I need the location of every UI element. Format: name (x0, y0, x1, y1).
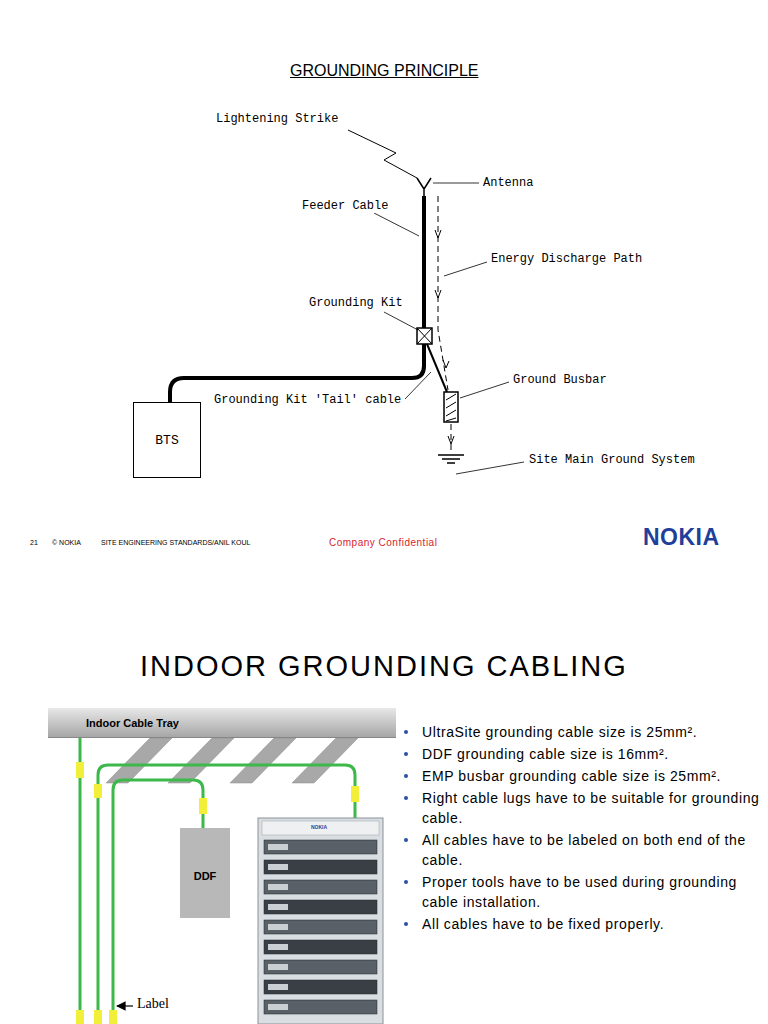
leader-lines (374, 183, 524, 474)
callout-label: Antenna (482, 176, 534, 190)
slide-title: INDOOR GROUNDING CABLING (140, 650, 628, 683)
energy-discharge-path (438, 196, 451, 454)
bullet-item: UltraSite grounding cable size is 25mm². (400, 722, 760, 742)
callout-label: Feeder Cable (301, 199, 389, 213)
bullet-dot (404, 838, 408, 842)
callout-label: Lightening Strike (215, 112, 339, 126)
slide-title: GROUNDING PRINCIPLE (290, 62, 478, 80)
ddf-box: DDF (180, 828, 230, 918)
callout-label: Site Main Ground System (528, 453, 696, 467)
grounding-kit (417, 328, 432, 344)
bullet-text: Proper tools have to be used during grou… (422, 874, 737, 910)
logo-text: NOKIA (643, 524, 720, 551)
bullet-text: Right cable lugs have to be suitable for… (422, 790, 759, 826)
bullet-dot (404, 752, 408, 756)
bullet-text: EMP busbar grounding cable size is 25mm²… (422, 768, 721, 784)
bullet-text: All cables have to be fixed properly. (422, 916, 664, 932)
bullet-dot (404, 880, 408, 884)
ground-symbol (438, 455, 464, 463)
callout-label: Energy Discharge Path (490, 252, 643, 266)
copyright: © NOKIA (52, 539, 81, 546)
lightning (348, 130, 417, 178)
node-text: BTS (155, 433, 178, 448)
bullet-item: All cables have to be fixed properly. (400, 914, 760, 934)
bullet-item: Proper tools have to be used during grou… (400, 872, 760, 912)
bullet-list: UltraSite grounding cable size is 25mm².… (400, 722, 760, 936)
bullet-item: DDF grounding cable size is 16mm². (400, 744, 760, 764)
footer-text: SITE ENGINEERING STANDARDS/ANIL KOUL (101, 539, 250, 546)
bullet-item: EMP busbar grounding cable size is 25mm²… (400, 766, 760, 786)
confidential-note: Company Confidential (329, 537, 437, 548)
ground-busbar (444, 392, 458, 422)
feeder-cable (170, 196, 424, 402)
bullet-item: Right cable lugs have to be suitable for… (400, 788, 760, 828)
label-arrow (117, 1005, 133, 1006)
callout-label: Grounding Kit 'Tail' cable (213, 393, 402, 407)
bullet-text: All cables have to be labeled on both en… (422, 832, 746, 868)
label-callout: Label (137, 996, 169, 1012)
bts-box: BTS (133, 402, 201, 478)
rack-logo: NOKIA (311, 824, 327, 830)
bullet-item: All cables have to be labeled on both en… (400, 830, 760, 870)
bullet-dot (404, 796, 408, 800)
node-text: DDF (194, 870, 217, 882)
antenna (417, 178, 431, 196)
node-text: Indoor Cable Tray (86, 717, 179, 729)
bullet-text: DDF grounding cable size is 16mm². (422, 746, 669, 762)
cable-tray: Indoor Cable Tray (48, 708, 396, 738)
tray-hatch (106, 738, 358, 783)
callout-label: Grounding Kit (308, 296, 404, 310)
page-number: 21 (30, 539, 38, 546)
bullet-dot (404, 922, 408, 926)
callout-label: Ground Busbar (512, 373, 608, 387)
bullet-dot (404, 774, 408, 778)
bts-rack (258, 818, 383, 1024)
bullet-text: UltraSite grounding cable size is 25mm². (422, 724, 697, 740)
bullet-dot (404, 730, 408, 734)
